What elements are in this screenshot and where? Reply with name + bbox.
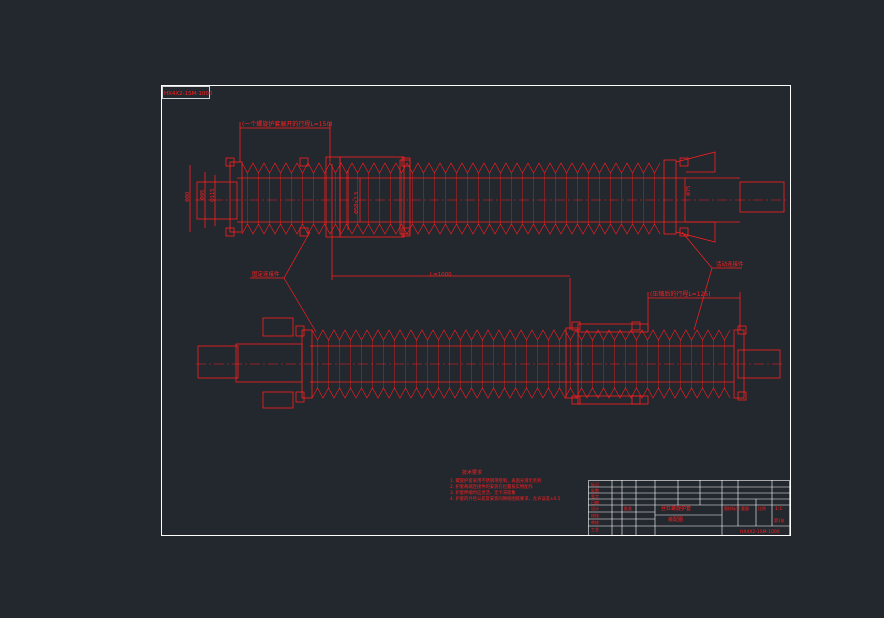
vert-dim-3: Φ115 xyxy=(210,189,216,202)
bellows-edge xyxy=(241,223,661,235)
corner-tag-text: HX4X2-1SM-1000 xyxy=(164,91,213,97)
note-1: 1. 螺旋护套采用不锈钢带绕制，表面光滑无毛刺 xyxy=(450,477,541,484)
title-line-2: 装配图 xyxy=(668,516,683,523)
svg-text:日期: 日期 xyxy=(591,499,599,505)
top-bellows xyxy=(241,162,661,235)
leader-lines xyxy=(250,231,742,333)
right-dim-top: Φ75 xyxy=(686,186,692,196)
middle-dimension-text: L=1000 xyxy=(430,272,452,278)
svg-text:处数: 处数 xyxy=(591,487,599,493)
bottom-left-bracket-bottom xyxy=(262,391,294,409)
vert-dim-2: Φ95 xyxy=(200,190,206,200)
bellows-edge xyxy=(311,329,731,341)
drawing-sheet-frame xyxy=(161,85,791,536)
technical-notes: 技术要求 1. 螺旋护套采用不锈钢带绕制，表面光滑无毛刺 2. 护套两端连接件的… xyxy=(450,469,561,502)
top-right-bracket xyxy=(663,159,677,235)
note-4: 4. 护套的外径公差及安装间隙按图纸要求，允许误差±0.5 xyxy=(450,495,561,502)
drawing-number: HX4X2-1SM-1000 xyxy=(740,529,780,535)
notes-title: 技术要求 xyxy=(462,469,482,476)
bottom-right-flange xyxy=(733,329,745,399)
note-3: 3. 护套伸缩时应灵活、无卡滞现象 xyxy=(450,489,516,496)
bottom-shaft-left xyxy=(197,345,239,379)
left-label: 固定连接件 xyxy=(252,270,280,278)
title-block-text: 标记 处数 签字 日期 设计 校核 审核 工艺 批准 丝杠螺旋护套 装配图 图样… xyxy=(591,481,785,535)
svg-text:批准: 批准 xyxy=(624,505,632,511)
svg-text:重量: 重量 xyxy=(741,505,749,511)
top-shaft-left xyxy=(196,181,238,220)
svg-text:签字: 签字 xyxy=(591,493,599,499)
title-block xyxy=(588,480,790,536)
bottom-bellows xyxy=(311,329,731,399)
vert-dim-1: Φ80 xyxy=(185,192,191,202)
svg-text:比例: 比例 xyxy=(758,505,766,511)
bellows-edge xyxy=(311,387,731,399)
note-2: 2. 护套两端连接件的安装孔位置按实物配作 xyxy=(450,483,534,490)
bellows-edge xyxy=(241,162,661,174)
corner-tag: HX4X2-1SM-1000 xyxy=(162,86,213,99)
svg-text:校核: 校核 xyxy=(591,512,599,518)
svg-text:工艺: 工艺 xyxy=(591,527,599,532)
svg-text:审核: 审核 xyxy=(591,519,599,525)
title-line-1: 丝杠螺旋护套 xyxy=(661,505,691,512)
sheet-value: 第1张 xyxy=(774,517,785,523)
right-label: 活动连接件 xyxy=(716,260,744,268)
top-left-flange xyxy=(229,161,243,233)
top-assembly xyxy=(189,122,786,330)
svg-text:图样标记: 图样标记 xyxy=(724,505,740,511)
scale-value: 1:1 xyxy=(775,506,782,512)
svg-text:设计: 设计 xyxy=(591,505,599,511)
right-dimension-text: (压缩后的行程L=125) xyxy=(650,290,711,298)
bottom-assembly xyxy=(196,292,784,409)
inner-dim-top: Φ58×1.5 xyxy=(354,192,360,214)
svg-text:标记: 标记 xyxy=(591,481,599,487)
bottom-mid-connector xyxy=(565,327,579,399)
top-shaft-right xyxy=(739,181,785,213)
top-dimension-text: (一个螺旋护套展开的行程L=150) xyxy=(242,120,333,128)
bottom-left-bracket-top xyxy=(262,317,294,337)
